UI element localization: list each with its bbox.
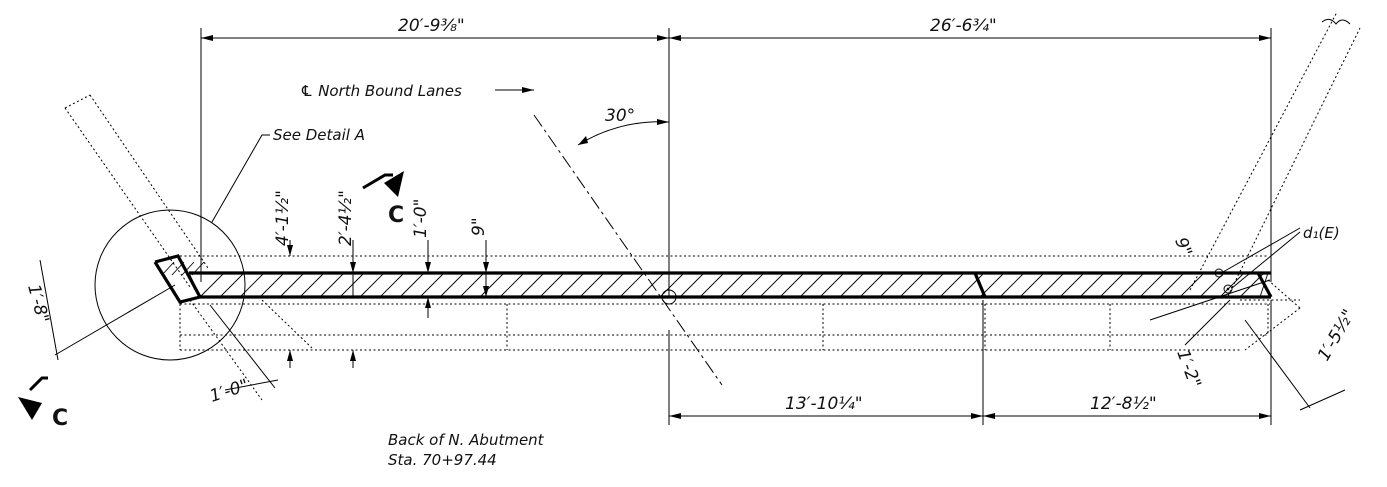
dim-v4: 9": [469, 217, 489, 236]
dim-v1: 4′-1¹⁄₂": [273, 190, 293, 246]
dim-v2: 2′-4¹⁄₂": [336, 190, 356, 246]
abutment-label: Back of N. Abutment: [388, 431, 545, 449]
detail-a-circle: [94, 134, 270, 361]
centerline-label: ℄ North Bound Lanes: [300, 82, 462, 100]
dim-left-skew: 1′-8": [23, 282, 53, 325]
angle-label: 30°: [605, 106, 635, 126]
section-label-left: C: [52, 406, 68, 431]
dim-top-left: 20′-9³⁄₈": [398, 16, 465, 36]
right-skew-dimensions: [1149, 18, 1351, 411]
left-skew-dimensions: [39, 259, 279, 391]
detail-label: See Detail A: [273, 126, 365, 144]
dim-right-9: 9": [1170, 235, 1195, 259]
bar-mark-label: d₁(E): [1303, 224, 1340, 242]
dim-left-bottom: 1′-0": [207, 376, 251, 407]
wall-hatch: [161, 261, 1269, 298]
vertical-dimensions: [287, 240, 489, 368]
section-cut-top: [362, 171, 404, 197]
dim-bottom-mid: 13′-10¹⁄₄": [785, 394, 863, 414]
bottom-dimension-lines: [668, 300, 1272, 425]
section-label-top: C: [388, 203, 404, 228]
dim-right-12: 1′-2": [1172, 347, 1204, 391]
dim-v3: 1′-0": [411, 199, 431, 238]
top-dimension-lines: [200, 28, 1272, 298]
dim-top-right: 26′-6³⁄₄": [930, 16, 997, 36]
station-label: Sta. 70+97.44: [388, 451, 497, 469]
centerline: [495, 87, 723, 386]
dim-right-15: 1′-5¹⁄₂": [1314, 306, 1359, 364]
hidden-outlines: [64, 11, 1361, 401]
dim-bottom-right: 12′-8¹⁄₂": [1090, 394, 1157, 414]
wall-outline: [153, 254, 1273, 304]
section-cut-left: [18, 376, 48, 420]
